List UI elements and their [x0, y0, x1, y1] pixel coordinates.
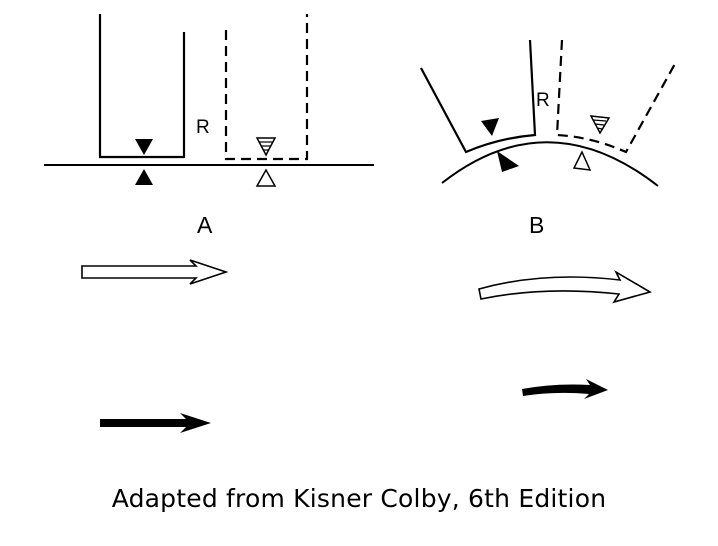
- panel-b-solid-curved-arrow: [522, 379, 608, 399]
- panel-b-open-marker-bottom: [572, 150, 592, 171]
- panel-a-solid-marker-top: [135, 139, 153, 155]
- panel-a-solid-arrow: [100, 413, 211, 433]
- panel-b-solid-segment: [420, 39, 537, 154]
- panel-a-open-marker-bottom: [255, 168, 277, 187]
- panel-a-label: A: [197, 212, 213, 238]
- panel-b-hatch-line: [596, 127, 603, 130]
- panel-a-dashed-segment: [224, 14, 309, 161]
- panel-b-convex-surface: [441, 141, 659, 187]
- panel-b-label: B: [529, 212, 544, 238]
- panel-a-solid-marker-bottom: [135, 169, 153, 185]
- panel-a-segment-label: R: [196, 117, 210, 138]
- panel-b-hatch-line: [592, 119, 607, 122]
- panel-b-diagram: R B: [420, 39, 677, 399]
- panel-b-solid-marker-bottom: [497, 151, 519, 172]
- panel-a-diagram: R A: [44, 14, 374, 433]
- panel-b-solid-marker-top: [481, 118, 499, 136]
- panel-b-dashed-segment: [555, 39, 677, 154]
- panel-b-open-curved-arrow: [478, 269, 653, 304]
- panel-a-solid-segment: [98, 14, 186, 159]
- panel-a-open-arrow: [81, 259, 229, 285]
- panel-b-hatch-line: [594, 123, 605, 126]
- source-caption: Adapted from Kisner Colby, 6th Edition: [111, 484, 607, 513]
- panel-b-segment-label: R: [536, 90, 550, 111]
